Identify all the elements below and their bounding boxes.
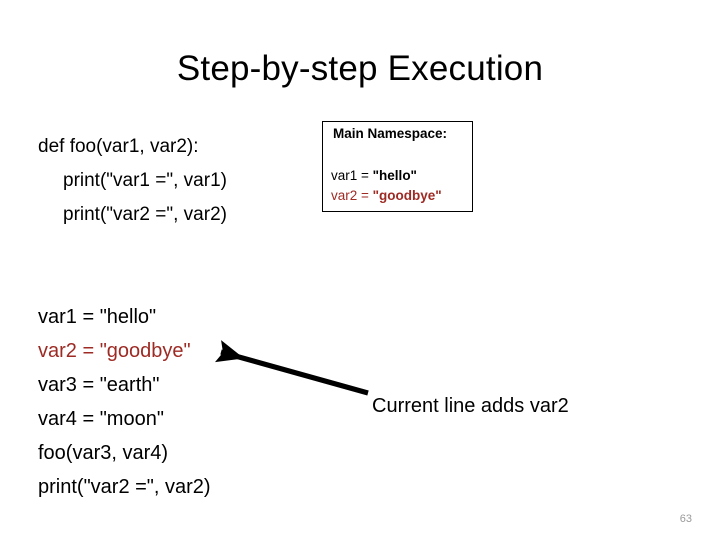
main-code-line-4: var4 = "moon" — [38, 408, 164, 430]
annotation-arrow-icon — [214, 340, 369, 396]
namespace-var1-value: "hello" — [372, 168, 417, 183]
namespace-var1-name: var1 = — [331, 168, 373, 183]
namespace-variable-list: var1 = "hello" var2 = "goodbye" — [331, 166, 442, 206]
function-definition-code: def foo(var1, var2): print("var1 =", var… — [38, 130, 227, 232]
main-code-line-3: var3 = "earth" — [38, 374, 160, 396]
code-line-print-var1: print("var1 =", var1) — [63, 170, 227, 191]
code-line-def: def foo(var1, var2): — [38, 136, 199, 157]
main-program-code: var1 = "hello" var2 = "goodbye" var3 = "… — [38, 300, 211, 504]
main-code-line-1: var1 = "hello" — [38, 306, 157, 328]
page-number: 63 — [679, 513, 692, 525]
main-code-line-6: print("var2 =", var2) — [38, 476, 211, 498]
annotation-caption: Current line adds var2 — [372, 395, 569, 417]
namespace-var-var1: var1 = "hello" — [331, 166, 442, 186]
namespace-box-title: Main Namespace: — [333, 126, 448, 141]
namespace-var-var2: var2 = "goodbye" — [331, 186, 442, 206]
code-line-print-var2: print("var2 =", var2) — [63, 204, 227, 225]
main-code-line-5: foo(var3, var4) — [38, 442, 169, 464]
main-code-line-2-current: var2 = "goodbye" — [38, 340, 191, 362]
main-namespace-box: Main Namespace: var1 = "hello" var2 = "g… — [322, 121, 473, 212]
page-title: Step-by-step Execution — [176, 49, 544, 88]
namespace-var2-name: var2 = — [331, 188, 373, 203]
namespace-var2-value: "goodbye" — [372, 188, 442, 203]
